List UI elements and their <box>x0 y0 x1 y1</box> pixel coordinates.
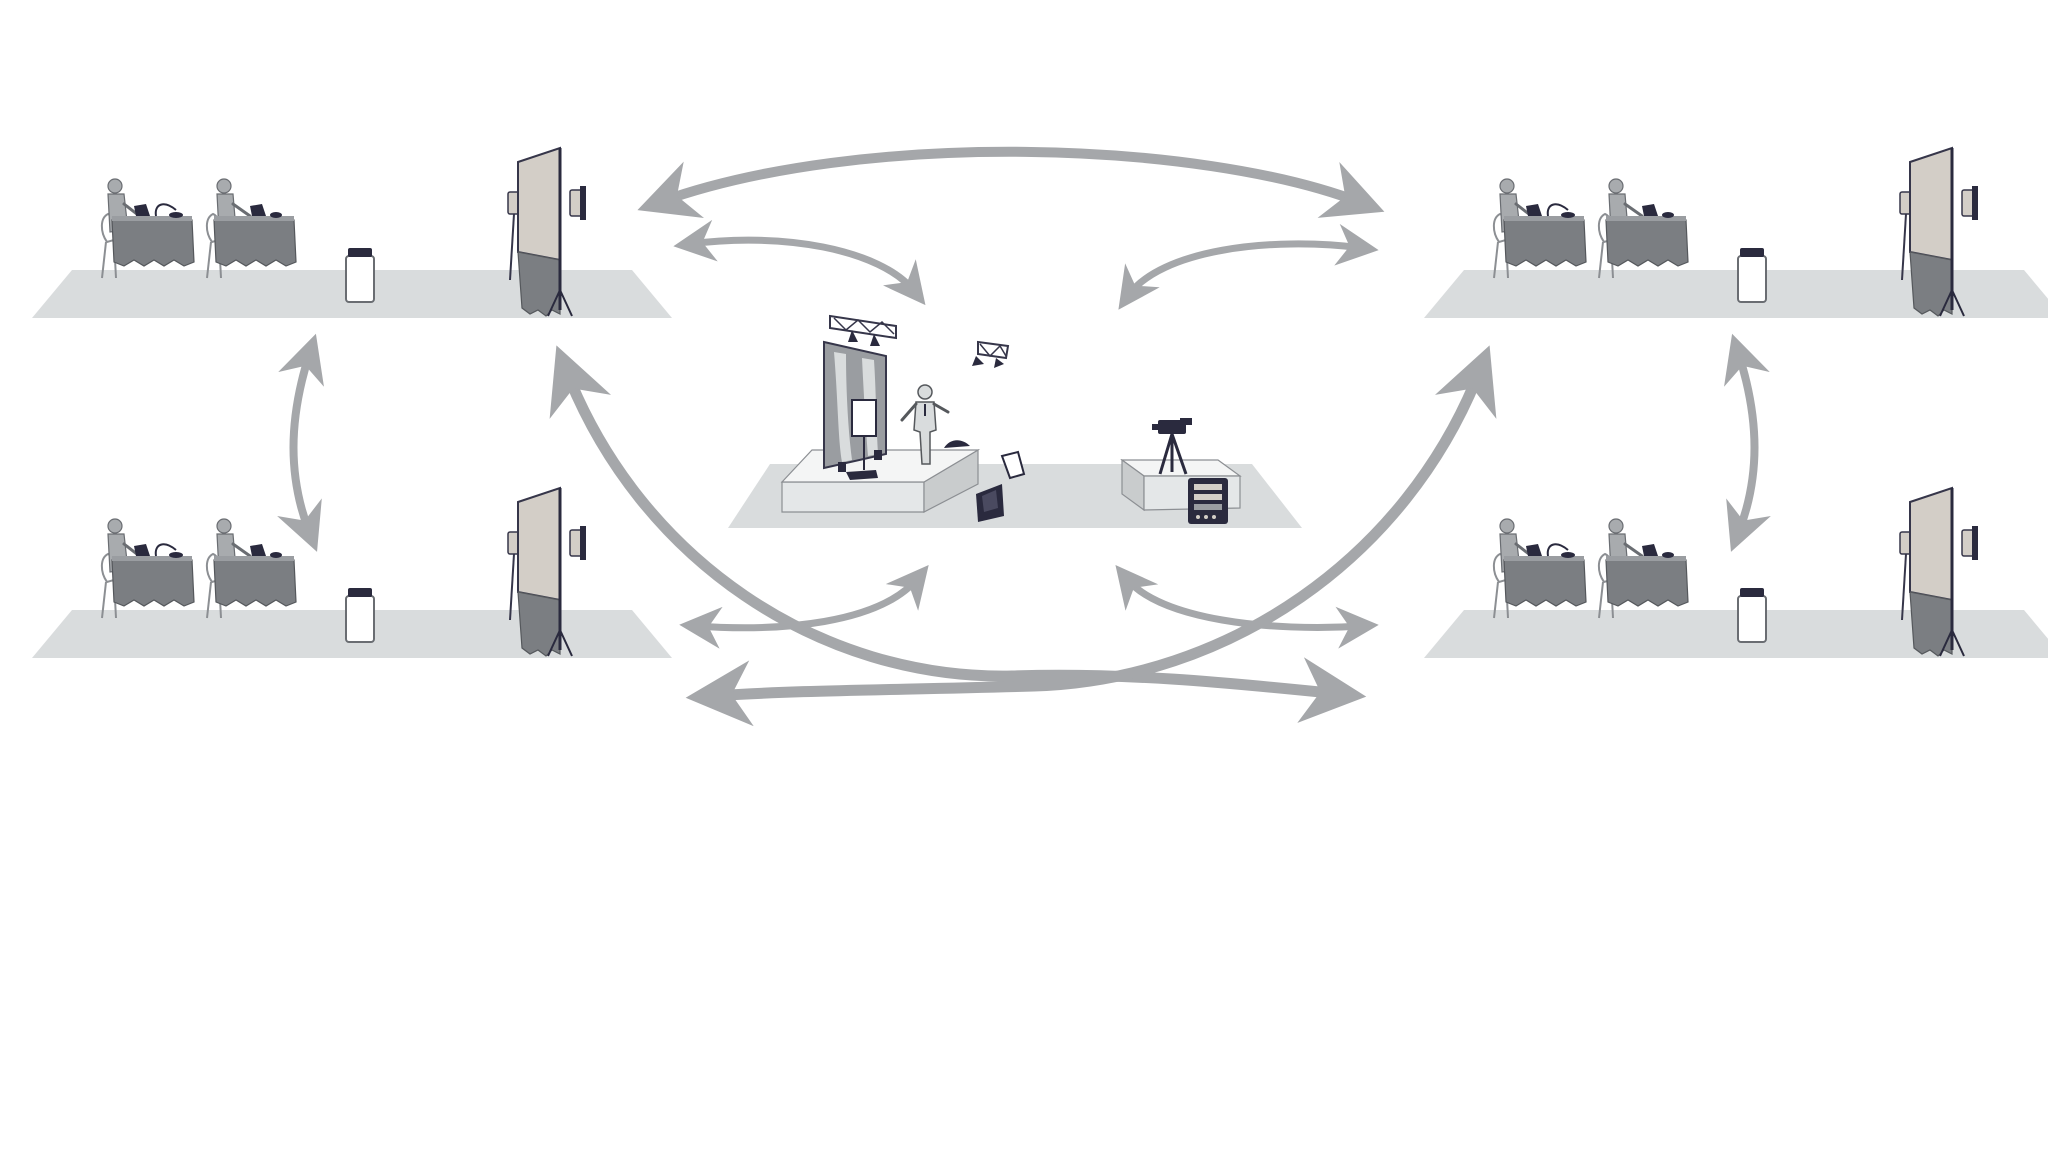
arrow-top-right-studio <box>1118 223 1379 310</box>
backdrop-icon <box>823 340 887 480</box>
room-top-right <box>1422 146 2048 320</box>
studio <box>728 314 1302 528</box>
camera-tripod-icon <box>1152 418 1192 475</box>
connections <box>277 146 1771 727</box>
room-bottom-right <box>1422 486 2048 660</box>
stage-wedge-icon <box>944 440 970 448</box>
arrow-top-right-bottom-left <box>685 345 1497 727</box>
room-bottom-left <box>30 486 674 660</box>
presenter-icon <box>900 384 950 465</box>
arrow-top-left-studio <box>673 219 926 306</box>
arrow-top-left-bottom-left <box>277 333 324 552</box>
av-rack-icon <box>1188 478 1228 524</box>
lighting-truss-icon <box>829 314 897 346</box>
room-top-left <box>30 146 674 320</box>
arrow-bottom-right-studio <box>1115 564 1379 649</box>
lighting-truss-small-icon <box>972 340 1010 368</box>
arrow-top-left-top-right <box>637 146 1385 219</box>
arrow-top-right-bottom-right <box>1724 333 1771 552</box>
stage-monitor-icon <box>976 450 1026 522</box>
